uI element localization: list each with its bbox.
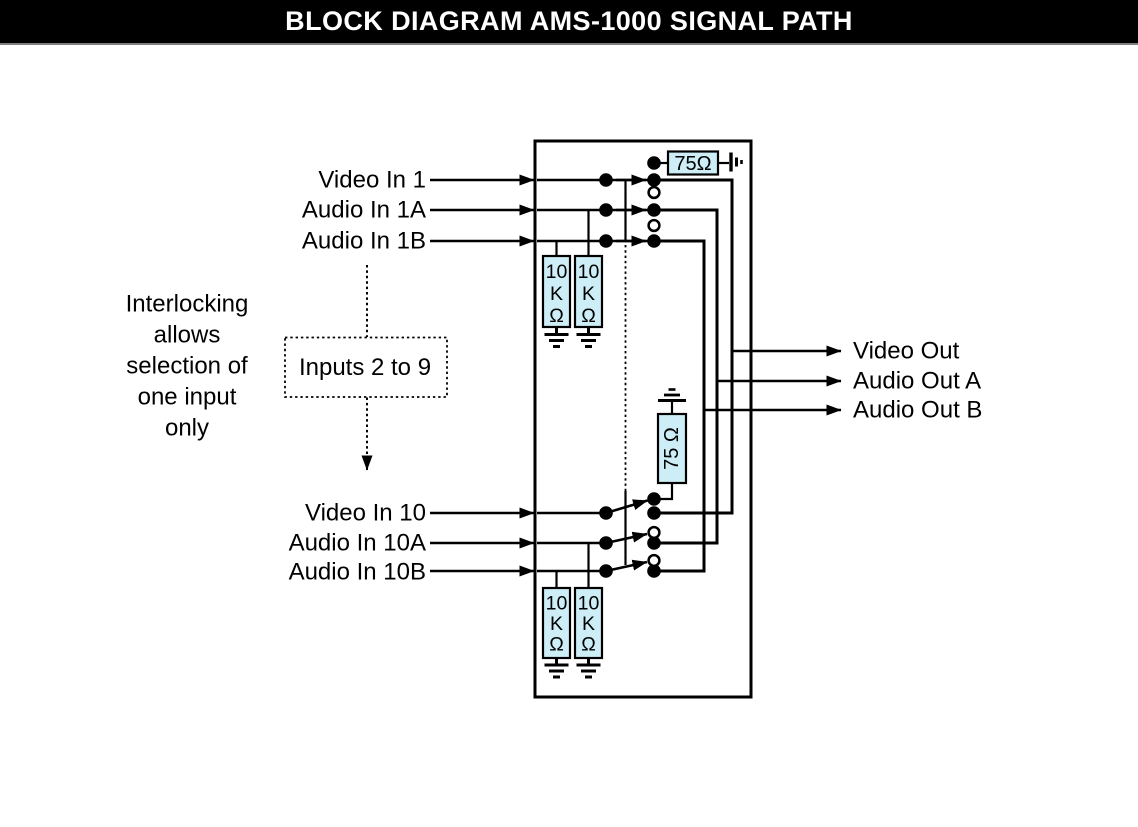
wiper-audio-10a — [605, 531, 648, 545]
label-audio-out-b: Audio Out B — [853, 397, 982, 424]
resistor-10k-label: 10 — [578, 261, 600, 283]
bus-contact-dot — [647, 536, 661, 550]
title-bar: BLOCK DIAGRAM AMS-1000 SIGNAL PATH — [0, 0, 1138, 45]
resistor-75-mid — [656, 412, 688, 485]
input-labels-bottom: Video In 10 Audio In 10A Audio In 10B — [289, 500, 426, 586]
label-audio-in-10a: Audio In 10A — [289, 530, 426, 557]
side-note-line: only — [165, 415, 209, 442]
audio-b-bus — [654, 239, 706, 573]
resistor-75-top-label: 75Ω — [674, 153, 711, 175]
resistor-10k-label: K — [582, 283, 595, 305]
label-video-in-1: Video In 1 — [318, 167, 426, 194]
input-lines-top — [430, 174, 654, 247]
termination-contact-dot — [647, 492, 661, 506]
switch-contacts-bottom — [599, 506, 661, 578]
open-contact — [647, 185, 661, 200]
resistor-75-mid-label: 75 Ω — [661, 427, 683, 470]
switch-wipers-bottom — [605, 499, 648, 573]
label-audio-in-1a: Audio In 1A — [302, 197, 426, 224]
open-contact — [647, 553, 661, 568]
label-audio-out-a: Audio Out A — [853, 368, 981, 395]
page-title: BLOCK DIAGRAM AMS-1000 SIGNAL PATH — [285, 6, 853, 36]
resistor-10k-label: 10 — [546, 261, 568, 283]
resistor-10k — [573, 254, 604, 329]
resistor-10k-label: K — [550, 283, 563, 305]
open-contact — [647, 218, 661, 233]
resistor-10k-label: Ω — [549, 634, 564, 656]
termination-resistor-top: 75Ω — [647, 150, 743, 176]
resistor-10k-label: Ω — [581, 305, 596, 327]
chassis-ground-icon — [729, 152, 743, 172]
resistor-10k — [541, 254, 572, 329]
earth-ground-icon — [576, 327, 601, 348]
junction-dot — [599, 173, 613, 187]
signal-buses — [654, 178, 734, 573]
junction-dot — [599, 234, 613, 248]
side-note-line: selection of — [126, 353, 248, 380]
side-note-line: one input — [138, 384, 237, 411]
side-note-line: allows — [154, 322, 221, 349]
earth-ground-icon — [544, 658, 569, 679]
earth-ground-icon — [576, 658, 601, 679]
resistor-10k-label: 10 — [578, 593, 600, 615]
termination-resistor-mid: 75 Ω — [647, 388, 688, 506]
resistor-10k-label: 10 — [546, 593, 568, 615]
input-lines-bottom — [430, 507, 606, 577]
lead — [660, 483, 674, 501]
label-audio-in-10b: Audio In 10B — [289, 559, 426, 586]
junction-dot — [599, 564, 613, 578]
termination-contact-dot — [647, 156, 661, 170]
junction-dot — [599, 536, 613, 550]
resistor-10k-label: Ω — [549, 305, 564, 327]
switch-contacts-top — [599, 173, 661, 248]
junction-dot — [599, 203, 613, 217]
load-resistors-top: 10 K Ω 10 K Ω — [541, 210, 604, 348]
inputs-2-to-9-box — [284, 336, 448, 398]
bus-contact-dot — [647, 506, 661, 520]
wiper-video-10 — [605, 499, 648, 515]
inputs-2-to-9-flow: Inputs 2 to 9 — [284, 265, 448, 471]
label-video-out: Video Out — [853, 338, 960, 365]
resistor-10k-label: K — [550, 613, 563, 635]
audio-a-bus — [654, 208, 719, 545]
wiper-audio-10b — [605, 559, 648, 573]
load-resistors-bottom: 10 K Ω 10 K Ω — [541, 543, 604, 679]
side-note: Interlocking allows selection of one inp… — [126, 291, 249, 442]
label-video-in-10: Video In 10 — [305, 500, 426, 527]
bus-contact-dot — [647, 564, 661, 578]
inputs-2-to-9-label: Inputs 2 to 9 — [299, 354, 431, 381]
video-bus — [654, 178, 734, 515]
open-contact — [647, 525, 661, 540]
outputs: Video Out Audio Out A Audio Out B — [704, 338, 982, 424]
enclosure-box — [533, 139, 753, 699]
input-labels-top: Video In 1 Audio In 1A Audio In 1B — [302, 167, 426, 255]
resistor-10k-label: Ω — [581, 634, 596, 656]
junction-dot — [599, 506, 613, 520]
label-audio-in-1b: Audio In 1B — [302, 228, 426, 255]
side-note-line: Interlocking — [126, 291, 249, 318]
resistor-10k-label: K — [582, 613, 595, 635]
earth-ground-icon — [658, 388, 686, 414]
earth-ground-icon — [544, 327, 569, 348]
